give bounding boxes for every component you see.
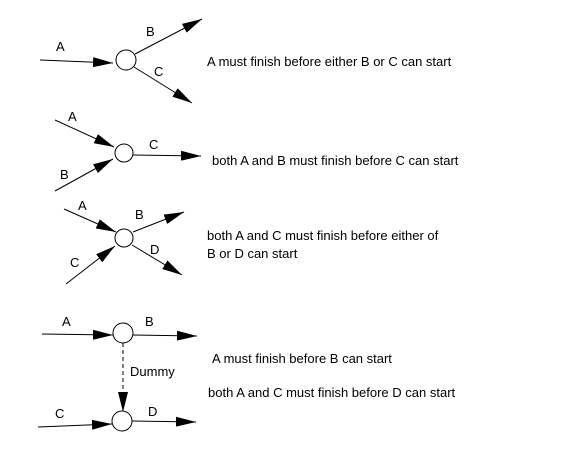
- arrow-b: [54, 158, 114, 192]
- event-node-bottom: [111, 410, 133, 432]
- description-line-1: A must finish before B can start: [212, 351, 392, 366]
- label-b: B: [60, 167, 69, 182]
- event-node: [114, 143, 134, 163]
- label-dummy: Dummy: [130, 364, 175, 379]
- arrow-b: [134, 18, 203, 55]
- arrow-d: [131, 244, 183, 276]
- description-line-1: both A and C must finish before either o…: [207, 228, 439, 243]
- description-line-2: B or D can start: [207, 246, 298, 261]
- diagram-1: A B C A must finish before either B or C…: [39, 18, 452, 104]
- diagram-3: A C B D both A and C must finish before …: [63, 198, 439, 285]
- label-c: C: [149, 137, 158, 152]
- label-a: A: [78, 198, 87, 213]
- arrow-b: [132, 211, 185, 233]
- arrow-a: [39, 57, 114, 68]
- label-a: A: [62, 314, 71, 329]
- arrow-c: [132, 150, 202, 161]
- arrow-d: [131, 416, 197, 427]
- label-b: B: [135, 207, 144, 222]
- label-d: D: [150, 242, 159, 257]
- label-b: B: [145, 314, 154, 329]
- label-c: C: [154, 64, 163, 79]
- arrow-c: [65, 245, 116, 285]
- description: both A and B must finish before C can st…: [212, 153, 459, 168]
- label-d: D: [148, 404, 157, 419]
- event-node-top: [112, 322, 134, 344]
- arrow-c: [133, 66, 193, 104]
- arrow-a: [41, 329, 114, 340]
- label-a: A: [68, 109, 77, 124]
- arrow-b: [132, 330, 198, 341]
- arrow-c: [37, 419, 113, 430]
- label-c: C: [70, 255, 79, 270]
- diagram-4: A B Dummy C D A must finish before B can…: [37, 314, 456, 432]
- label-a: A: [56, 39, 65, 54]
- label-c: C: [55, 406, 64, 421]
- diagram-2: A B C both A and B must finish before C …: [54, 109, 459, 192]
- arrow-a: [63, 208, 117, 233]
- event-node: [115, 49, 137, 71]
- description: A must finish before either B or C can s…: [207, 54, 452, 69]
- label-b: B: [146, 24, 155, 39]
- arrow-a: [54, 119, 115, 148]
- description-line-2: both A and C must finish before D can st…: [208, 385, 456, 400]
- event-node: [114, 228, 134, 248]
